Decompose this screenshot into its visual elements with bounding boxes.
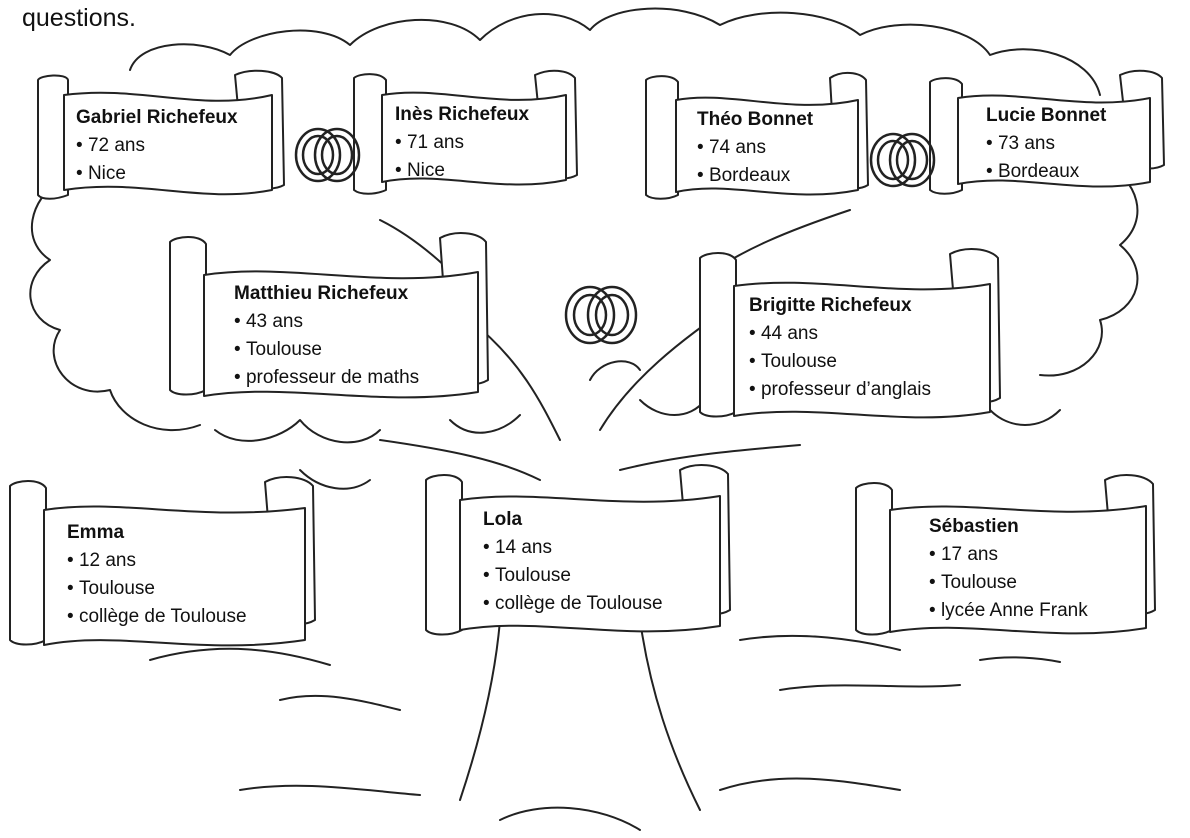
person-detail: 12 ans (67, 547, 247, 575)
person-card-lola: Lola 14 ans Toulouse collège de Toulouse (483, 508, 663, 618)
person-card-lucie: Lucie Bonnet 73 ans Bordeaux (986, 104, 1106, 186)
person-name: Théo Bonnet (697, 109, 814, 130)
person-card-theo: Théo Bonnet 74 ans Bordeaux (697, 108, 813, 190)
person-detail: 71 ans (395, 129, 529, 157)
person-detail: professeur d’anglais (749, 376, 931, 404)
person-detail: professeur de maths (234, 364, 419, 392)
person-detail: lycée Anne Frank (929, 597, 1088, 625)
person-detail: Toulouse (749, 348, 931, 376)
person-detail: Bordeaux (697, 162, 813, 190)
person-detail: collège de Toulouse (483, 590, 663, 618)
person-detail: 73 ans (986, 130, 1106, 158)
person-name: Sébastien (929, 516, 1019, 537)
person-detail: Bordeaux (986, 158, 1106, 186)
person-detail: Toulouse (234, 336, 419, 364)
person-detail: 17 ans (929, 541, 1088, 569)
person-name: Gabriel Richefeux (76, 107, 238, 128)
header-text: questions. (22, 4, 136, 32)
person-detail: Nice (395, 157, 529, 185)
person-detail: Nice (76, 160, 238, 188)
person-card-emma: Emma 12 ans Toulouse collège de Toulouse (67, 521, 247, 631)
person-name: Lucie Bonnet (986, 105, 1107, 126)
tree-canopy (29, 7, 1139, 490)
person-name: Brigitte Richefeux (749, 295, 912, 316)
person-name: Lola (483, 509, 523, 530)
person-card-gabriel: Gabriel Richefeux 72 ans Nice (76, 106, 238, 188)
person-detail: Toulouse (67, 575, 247, 603)
person-card-sebastien: Sébastien 17 ans Toulouse lycée Anne Fra… (929, 515, 1088, 625)
person-detail: 74 ans (697, 134, 813, 162)
person-detail: 44 ans (749, 320, 931, 348)
person-detail: Toulouse (929, 569, 1088, 597)
person-name: Inès Richefeux (395, 104, 530, 125)
person-name: Emma (67, 522, 125, 543)
person-card-ines: Inès Richefeux 71 ans Nice (395, 103, 529, 185)
person-detail: 14 ans (483, 534, 663, 562)
person-name: Matthieu Richefeux (234, 283, 409, 304)
person-detail: collège de Toulouse (67, 603, 247, 631)
person-detail: 43 ans (234, 308, 419, 336)
ground-grass (149, 634, 1061, 831)
rings-icon (564, 285, 638, 345)
person-detail: 72 ans (76, 132, 238, 160)
person-detail: Toulouse (483, 562, 663, 590)
person-card-matthieu: Matthieu Richefeux 43 ans Toulouse profe… (234, 282, 419, 392)
rings-icon (294, 127, 361, 183)
person-card-brigitte: Brigitte Richefeux 44 ans Toulouse profe… (749, 294, 931, 404)
rings-icon (869, 132, 936, 188)
